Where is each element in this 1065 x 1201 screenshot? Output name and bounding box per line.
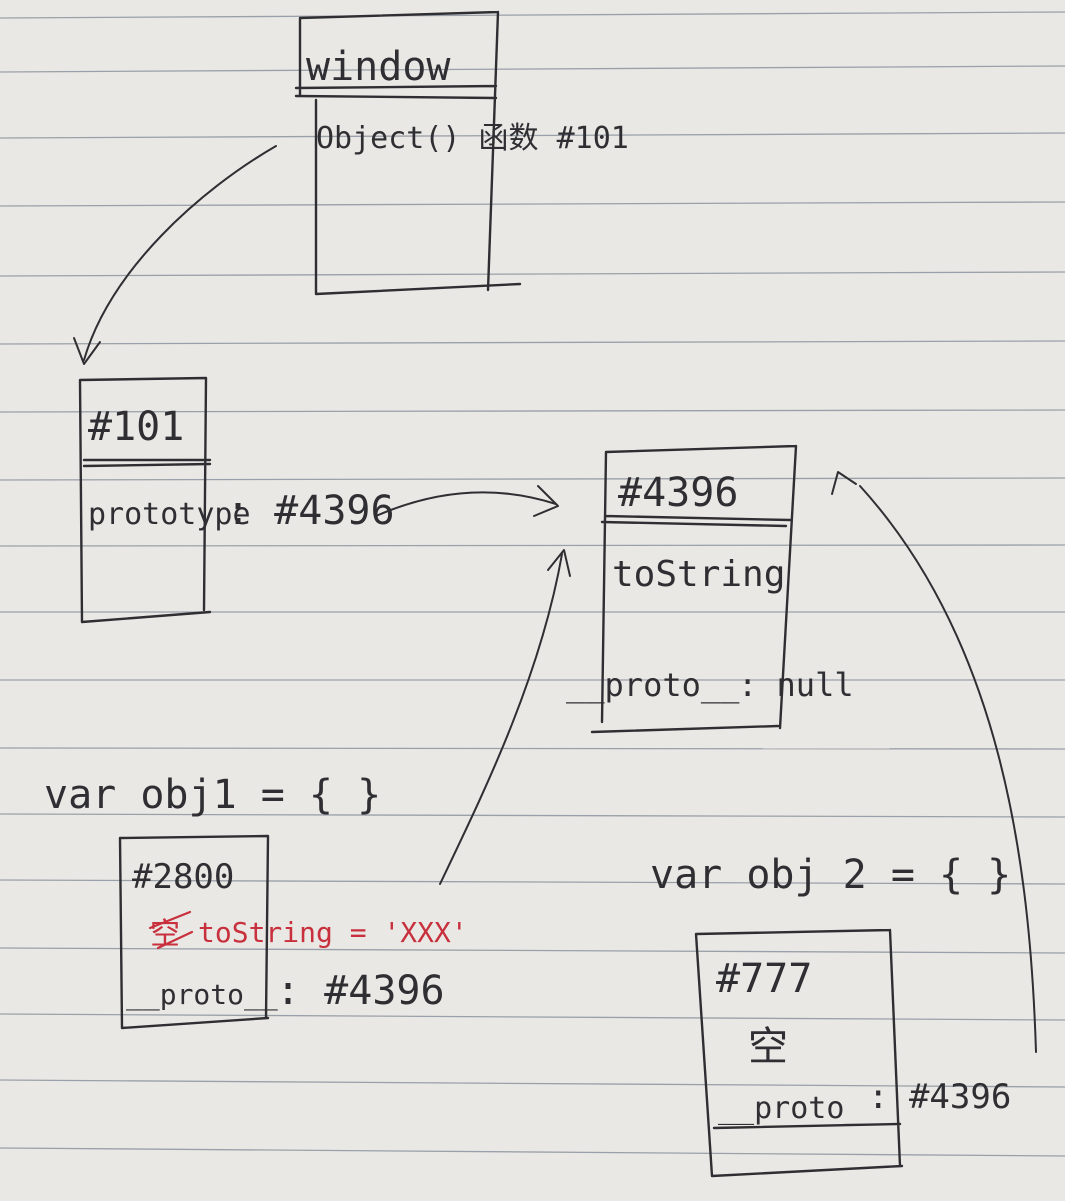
window-title: window bbox=[306, 44, 451, 90]
arrow-prototype-pointer bbox=[375, 485, 559, 517]
window-box: window Object() 函数 #101 bbox=[294, 10, 629, 296]
obj2-proto-value: : #4396 bbox=[868, 1077, 1011, 1117]
window-entry-object-constructor: Object() 函数 #101 bbox=[316, 121, 629, 156]
prototype-box-title: #4396 bbox=[618, 470, 738, 516]
obj2-declaration: var obj 2 = { } bbox=[650, 852, 1011, 898]
obj1-strike-mark bbox=[148, 910, 194, 950]
arrow-window-to-function bbox=[73, 145, 277, 365]
obj2-address: #777 bbox=[716, 956, 812, 1002]
function-box: #101 prototype : #4396 bbox=[78, 376, 395, 624]
prototype-value: : #4396 bbox=[226, 488, 395, 534]
arrow-obj1-proto-pointer bbox=[439, 549, 571, 885]
obj1-proto-value: : #4396 bbox=[276, 968, 445, 1014]
ruled-lines bbox=[0, 11, 1065, 1157]
prototype-proto-value: : null bbox=[738, 666, 854, 704]
obj2-group: var obj 2 = { } #777 空 __proto__ : #4396 bbox=[650, 852, 1011, 1178]
obj1-declaration: var obj1 = { } bbox=[44, 772, 381, 818]
prototype-label: prototype bbox=[88, 497, 251, 532]
obj2-proto-label: __proto__ bbox=[718, 1091, 881, 1126]
obj1-proto-label: __proto__ bbox=[126, 978, 278, 1012]
prototype-method-tostring: toString bbox=[612, 554, 785, 595]
prototype-box: #4396 toString __proto__ : null bbox=[566, 444, 854, 734]
function-box-title: #101 bbox=[88, 404, 184, 450]
obj2-empty-label: 空 bbox=[748, 1024, 788, 1070]
obj1-own-property: toString = 'XXX' bbox=[198, 916, 468, 949]
prototype-proto-label: __proto__ bbox=[566, 666, 740, 704]
obj1-group: var obj1 = { } #2800 空 toString = 'XXX' … bbox=[44, 772, 468, 1030]
arrow-obj2-proto-pointer bbox=[831, 471, 1037, 1053]
obj1-address: #2800 bbox=[132, 857, 234, 897]
